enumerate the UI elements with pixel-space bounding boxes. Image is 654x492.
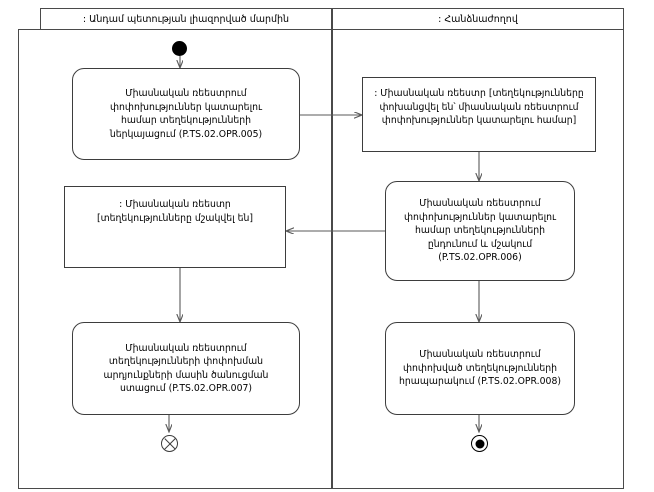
initial-node[interactable] bbox=[172, 41, 187, 56]
action-node-publish-changes-label: Միասնական ռեեստրում փոփոխված տեղեկությու… bbox=[398, 349, 561, 388]
action-node-receive-and-process-label: Միասնական ռեեստրում փոփոխություններ կատա… bbox=[403, 198, 557, 264]
activity-final-node[interactable] bbox=[471, 435, 488, 452]
swimlane-label-member-state: : Անդամ պետության լիազորված մարմին bbox=[82, 14, 290, 25]
action-node-submit-information[interactable]: Միասնական ռեեստրում փոփոխություններ կատա… bbox=[72, 68, 300, 160]
action-node-receive-notification-label: Միասնական ռեեստրում տեղեկությունների փոփ… bbox=[103, 342, 269, 395]
object-node-unified-register-processed-label: : Միասնական ռեեստր [տեղեկությունները մշա… bbox=[96, 199, 254, 224]
flow-final-node[interactable] bbox=[161, 435, 178, 452]
swimlane-label-commission: : Հանձնաժողով bbox=[438, 14, 518, 25]
swimlane-header-commission: : Հանձնաժողով bbox=[332, 8, 624, 30]
action-node-receive-and-process[interactable]: Միասնական ռեեստրում փոփոխություններ կատա… bbox=[385, 181, 575, 281]
object-node-unified-register-processed[interactable]: : Միասնական ռեեստր [տեղեկությունները մշա… bbox=[64, 186, 286, 268]
action-node-submit-information-label: Միասնական ռեեստրում փոփոխություններ կատա… bbox=[109, 88, 263, 140]
action-node-receive-notification[interactable]: Միասնական ռեեստրում տեղեկությունների փոփ… bbox=[72, 322, 300, 415]
activity-final-inner-dot bbox=[475, 439, 484, 448]
swimlane-header-member-state: : Անդամ պետության լիազորված մարմին bbox=[40, 8, 332, 30]
object-node-unified-register-transferred-label: : Միասնական ռեեստր [տեղեկությունները փոխ… bbox=[374, 88, 584, 126]
action-node-publish-changes[interactable]: Միասնական ռեեստրում փոփոխված տեղեկությու… bbox=[385, 322, 575, 415]
object-node-unified-register-transferred[interactable]: : Միասնական ռեեստր [տեղեկությունները փոխ… bbox=[362, 77, 596, 152]
